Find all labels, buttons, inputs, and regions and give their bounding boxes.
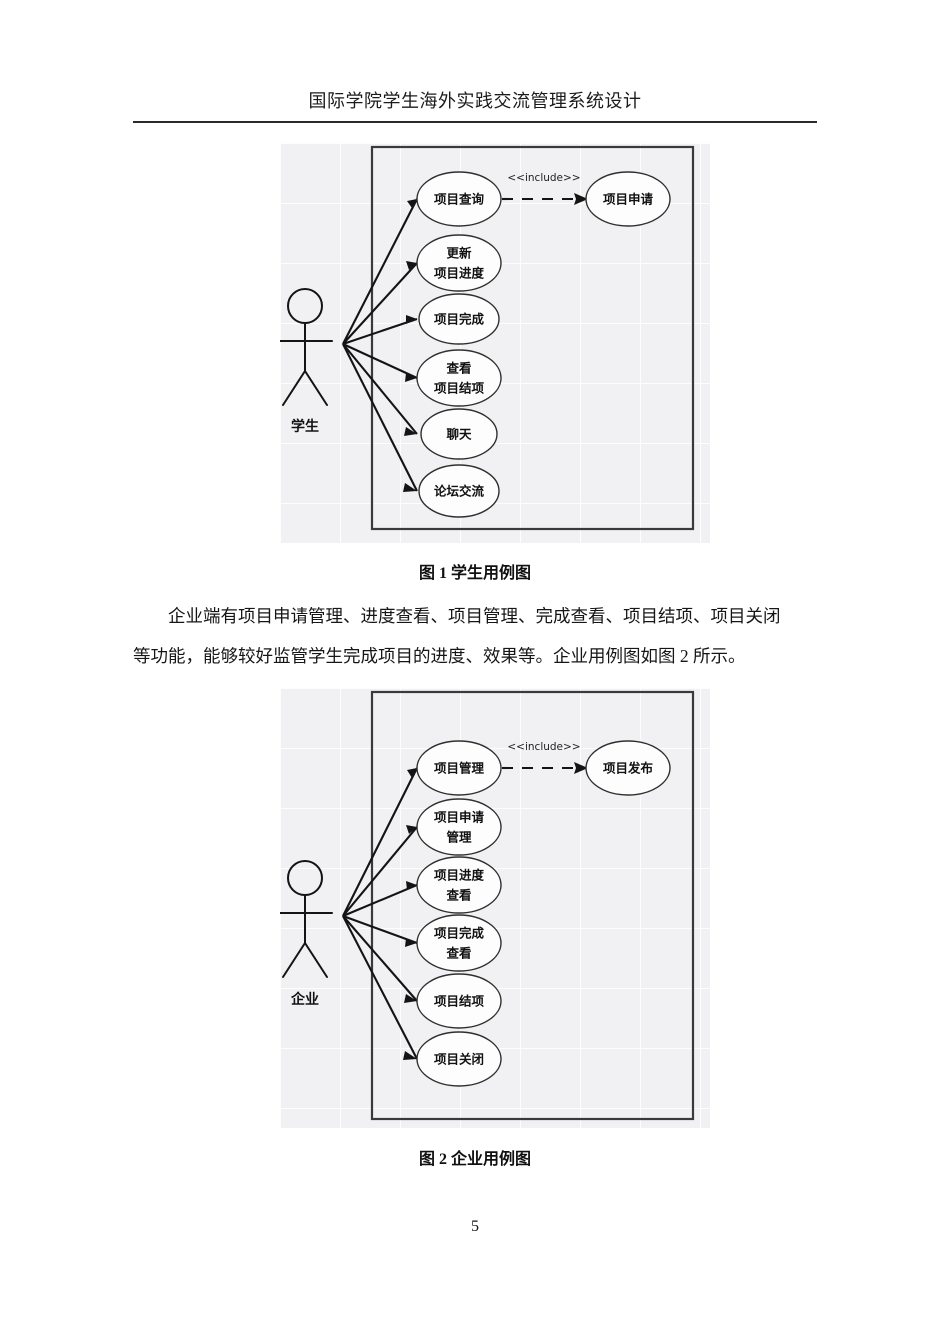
- figure1-usecase-3-label-line2: 项目结项: [434, 381, 485, 396]
- figure2-actor-label: 企业: [290, 991, 319, 1008]
- figure2-usecase-3-label-line2: 查看: [445, 946, 472, 961]
- figure2-actor: [280, 860, 333, 978]
- figure1-included-usecase: 项目申请: [585, 171, 671, 227]
- figure1-usecase-4: 聊天: [420, 408, 498, 460]
- figure2-usecase-5: 项目关闭: [416, 1031, 502, 1087]
- figure1-associations: [342, 198, 418, 492]
- body-paragraph-line-2: 等功能，能够较好监管学生完成项目的进度、效果等。企业用例图如图 2 所示。: [133, 646, 746, 666]
- figure2-include-stereotype: <<include>>: [507, 741, 580, 753]
- figure2-usecase-3: 项目完成 查看: [416, 914, 502, 972]
- figure2-usecase-0-label: 项目管理: [434, 761, 485, 776]
- figure1-usecase-2-label: 项目完成: [434, 312, 485, 327]
- figure1-include-stereotype: <<include>>: [507, 172, 580, 184]
- figure1-caption: 图 1 学生用例图: [418, 565, 531, 582]
- figure1-usecase-1: 更新 项目进度: [416, 234, 502, 292]
- figure2-usecase-0: 项目管理: [416, 740, 502, 796]
- figure2-usecase-3-label-line1: 项目完成: [434, 926, 485, 941]
- body-paragraph: 企业端有项目申请管理、进度查看、项目管理、完成查看、项目结项、项目关闭 等功能，…: [133, 596, 819, 676]
- figure1-actor: [280, 288, 333, 406]
- header-divider: [133, 121, 817, 123]
- figure2-associations: [342, 767, 418, 1060]
- figure1-usecase-1-label-line2: 项目进度: [434, 266, 485, 281]
- figure2-usecase-4-label: 项目结项: [434, 994, 485, 1009]
- figure1-usecase-3-label-line1: 查看: [445, 361, 472, 376]
- page-number: 5: [471, 1218, 479, 1235]
- figure1-usecase-5-label: 论坛交流: [434, 484, 485, 499]
- figure2-canvas: 企业 项目管理 项目申请 管理 项: [280, 688, 710, 1128]
- figure1-usecase-4-label: 聊天: [446, 427, 472, 442]
- figure1-canvas: 学生 项目查询 更新 项目进度 项: [280, 143, 710, 543]
- figure2-usecase-2-label-line2: 查看: [445, 888, 472, 903]
- figure1-usecase-0-label: 项目查询: [434, 192, 485, 207]
- figure2-usecase-5-label: 项目关闭: [434, 1052, 484, 1067]
- figure2-usecase-2: 项目进度 查看: [416, 856, 502, 914]
- figure1-usecase-1-label-line1: 更新: [446, 246, 472, 261]
- body-paragraph-line-1: 企业端有项目申请管理、进度查看、项目管理、完成查看、项目结项、项目关闭: [168, 606, 781, 626]
- figure2-usecase-1: 项目申请 管理: [416, 798, 502, 856]
- figure2-system-boundary: [370, 690, 695, 1121]
- figure1-usecase-5: 论坛交流: [418, 464, 500, 518]
- figure1-include-relation: <<include>>: [502, 172, 588, 205]
- figure1-system-boundary: [370, 145, 695, 531]
- page-header: 国际学院学生海外实践交流管理系统设计: [133, 88, 817, 114]
- page-header-title: 国际学院学生海外实践交流管理系统设计: [308, 91, 642, 111]
- figure1-usecase-3: 查看 项目结项: [416, 349, 502, 407]
- figure2-usecase-1-label-line1: 项目申请: [434, 810, 485, 825]
- figure2-included-usecase-label: 项目发布: [603, 761, 654, 776]
- figure2-caption: 图 2 企业用例图: [418, 1151, 531, 1168]
- figure2-usecase-2-label-line1: 项目进度: [434, 868, 485, 883]
- figure2-usecase-1-label-line2: 管理: [446, 830, 472, 845]
- figure2-included-usecase: 项目发布: [585, 740, 671, 796]
- figure1-usecase-2: 项目完成: [418, 293, 500, 345]
- figure2-usecase-4: 项目结项: [416, 973, 502, 1029]
- figure1-included-usecase-label: 项目申请: [603, 192, 654, 207]
- figure2-include-relation: <<include>>: [502, 741, 588, 774]
- figure1-usecase-0: 项目查询: [416, 171, 502, 227]
- figure1-actor-label: 学生: [291, 418, 319, 435]
